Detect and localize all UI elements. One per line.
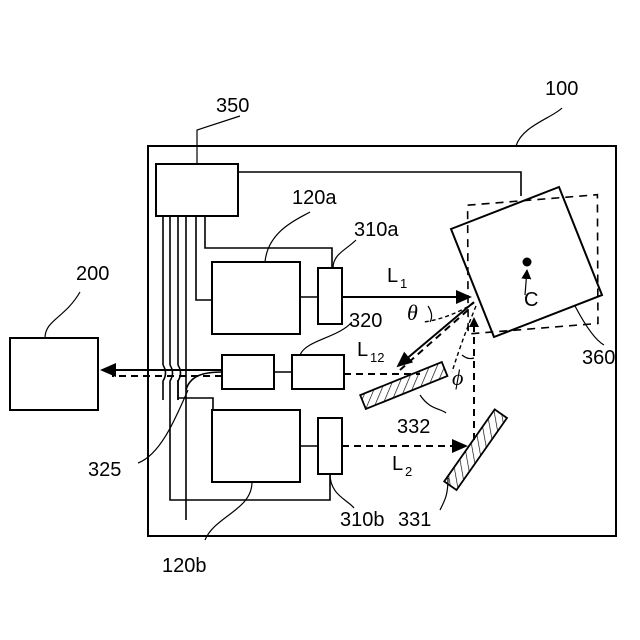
label-center: C (524, 289, 538, 311)
label-beam-l1: L (387, 265, 398, 287)
mixer-325-box (222, 355, 274, 389)
label-beam-l1-sub: 1 (400, 276, 407, 291)
external-200-box (10, 338, 98, 410)
label-receiver: 320 (349, 310, 382, 332)
unit-120b-box (212, 410, 300, 482)
label-beam-l12-sub: 12 (370, 350, 384, 365)
mirror-332 (360, 362, 447, 409)
label-device: 100 (545, 78, 578, 100)
label-optic-b: 310b (340, 509, 385, 531)
label-mixer: 325 (88, 459, 121, 481)
label-beam-l12: L (357, 339, 368, 361)
label-beam-l2-sub: 2 (405, 464, 412, 479)
label-controller: 350 (216, 95, 249, 117)
label-mirror-1: 331 (398, 509, 431, 531)
center-point (523, 258, 532, 267)
target-360 (451, 181, 611, 347)
optic-310a-box (318, 268, 342, 324)
label-target: 360 (582, 347, 615, 369)
optic-310b-box (318, 418, 342, 474)
label-external: 200 (76, 263, 109, 285)
label-beam-l2: L (392, 453, 403, 475)
mirror-331 (444, 409, 507, 490)
label-angle-phi: ϕ (452, 365, 463, 390)
label-angle-theta: θ (407, 300, 418, 325)
label-unit-b: 120b (162, 555, 207, 577)
label-optic-a: 310a (354, 219, 399, 241)
receiver-320-box (292, 355, 344, 389)
controller-box (156, 164, 238, 216)
label-unit-a: 120a (292, 187, 337, 209)
unit-120a-box (212, 262, 300, 334)
label-mirror-2: 332 (397, 416, 430, 438)
